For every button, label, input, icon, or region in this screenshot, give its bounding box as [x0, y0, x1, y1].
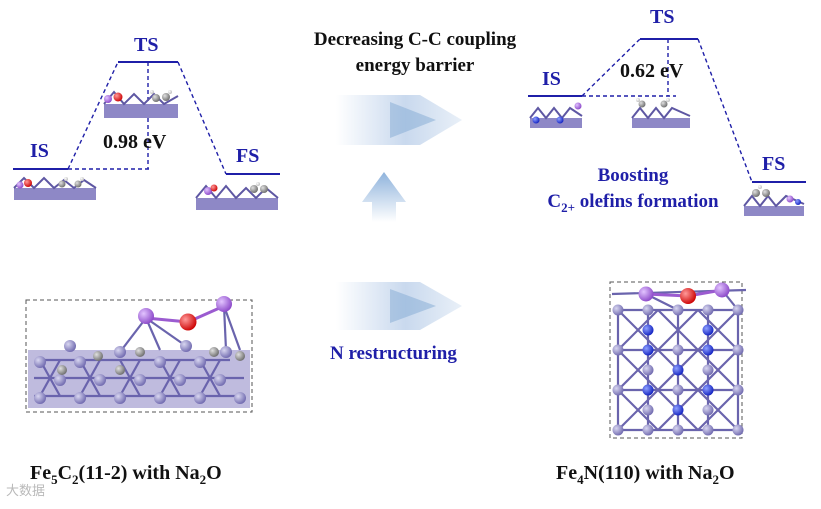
watermark: 大数据	[6, 484, 46, 499]
arrow-right-bottom	[336, 282, 462, 330]
headline: Decreasing C-C coupling energy barrier	[285, 27, 545, 79]
c-atoms-left	[57, 347, 245, 375]
right-fs-label: FS	[762, 153, 786, 175]
left-barrier-value: 0.98 eV	[103, 131, 167, 153]
right-ts-label: TS	[650, 6, 675, 28]
fe4n-na2o-structure	[609, 281, 747, 439]
right-ts-fs-connector	[697, 38, 753, 183]
headline-line-1: Decreasing C-C coupling	[313, 29, 517, 50]
caption-left-s1: 5	[51, 472, 58, 487]
right-barrier-value: 0.62 eV	[620, 60, 684, 82]
fe5c2-na2o-structure	[25, 296, 253, 413]
caption-left-p4: O	[206, 462, 222, 484]
o-atom-left	[179, 313, 197, 331]
n-restructuring-label: N restructuring	[330, 343, 457, 364]
caption-right: Fe4N(110) with Na2O	[556, 462, 735, 488]
caption-left: Fe5C2(11-2) with Na2O	[30, 462, 222, 488]
boost-c-subscript: 2+	[561, 199, 576, 215]
na-atom-left-2	[216, 296, 232, 312]
headline-line-2: energy barrier	[355, 55, 475, 76]
caption-right-p3: O	[718, 462, 735, 484]
right-is-structure	[529, 102, 583, 128]
left-is-ts-connector	[67, 61, 119, 170]
o-atom-right	[680, 288, 696, 304]
caption-right-s1: 4	[577, 472, 584, 487]
caption-left-s2: 2	[72, 472, 79, 487]
boost-line-2: C2+ olefins formation	[528, 189, 738, 221]
na-atom-left-1	[138, 308, 154, 324]
left-energy-profile	[13, 61, 280, 175]
caption-left-p2: C	[57, 462, 73, 484]
boost-rest: olefins formation	[575, 191, 719, 212]
right-ts-structure	[631, 98, 691, 128]
left-ts-fs-connector	[177, 61, 227, 175]
right-energy-profile	[528, 38, 806, 183]
caption-right-p1: Fe	[556, 462, 578, 484]
caption-right-s2: 2	[712, 472, 719, 487]
right-fs-structure	[743, 185, 805, 216]
caption-left-s3: 2	[199, 472, 207, 487]
boost-text: Boosting C2+ olefins formation	[528, 163, 738, 221]
boost-c: C	[547, 191, 562, 212]
left-fs-label: FS	[236, 145, 260, 167]
caption-left-p3: (11-2) with Na	[78, 462, 200, 484]
left-is-structure	[13, 176, 97, 200]
boost-line-1: Boosting	[597, 165, 669, 186]
na-atom-right-1	[638, 286, 654, 302]
caption-right-p2: N(110) with Na	[583, 462, 713, 484]
left-ts-label: TS	[134, 34, 159, 56]
arrow-up	[362, 172, 406, 222]
caption-left-p1: Fe	[30, 462, 52, 484]
n-atoms-right	[642, 324, 714, 416]
arrow-right-top	[336, 95, 462, 145]
left-fs-structure	[195, 182, 279, 210]
right-is-label: IS	[542, 68, 561, 90]
left-is-label: IS	[30, 140, 49, 162]
left-ts-structure	[103, 90, 179, 118]
na-atom-right-2	[714, 282, 730, 298]
fe-atoms-left	[34, 340, 246, 404]
